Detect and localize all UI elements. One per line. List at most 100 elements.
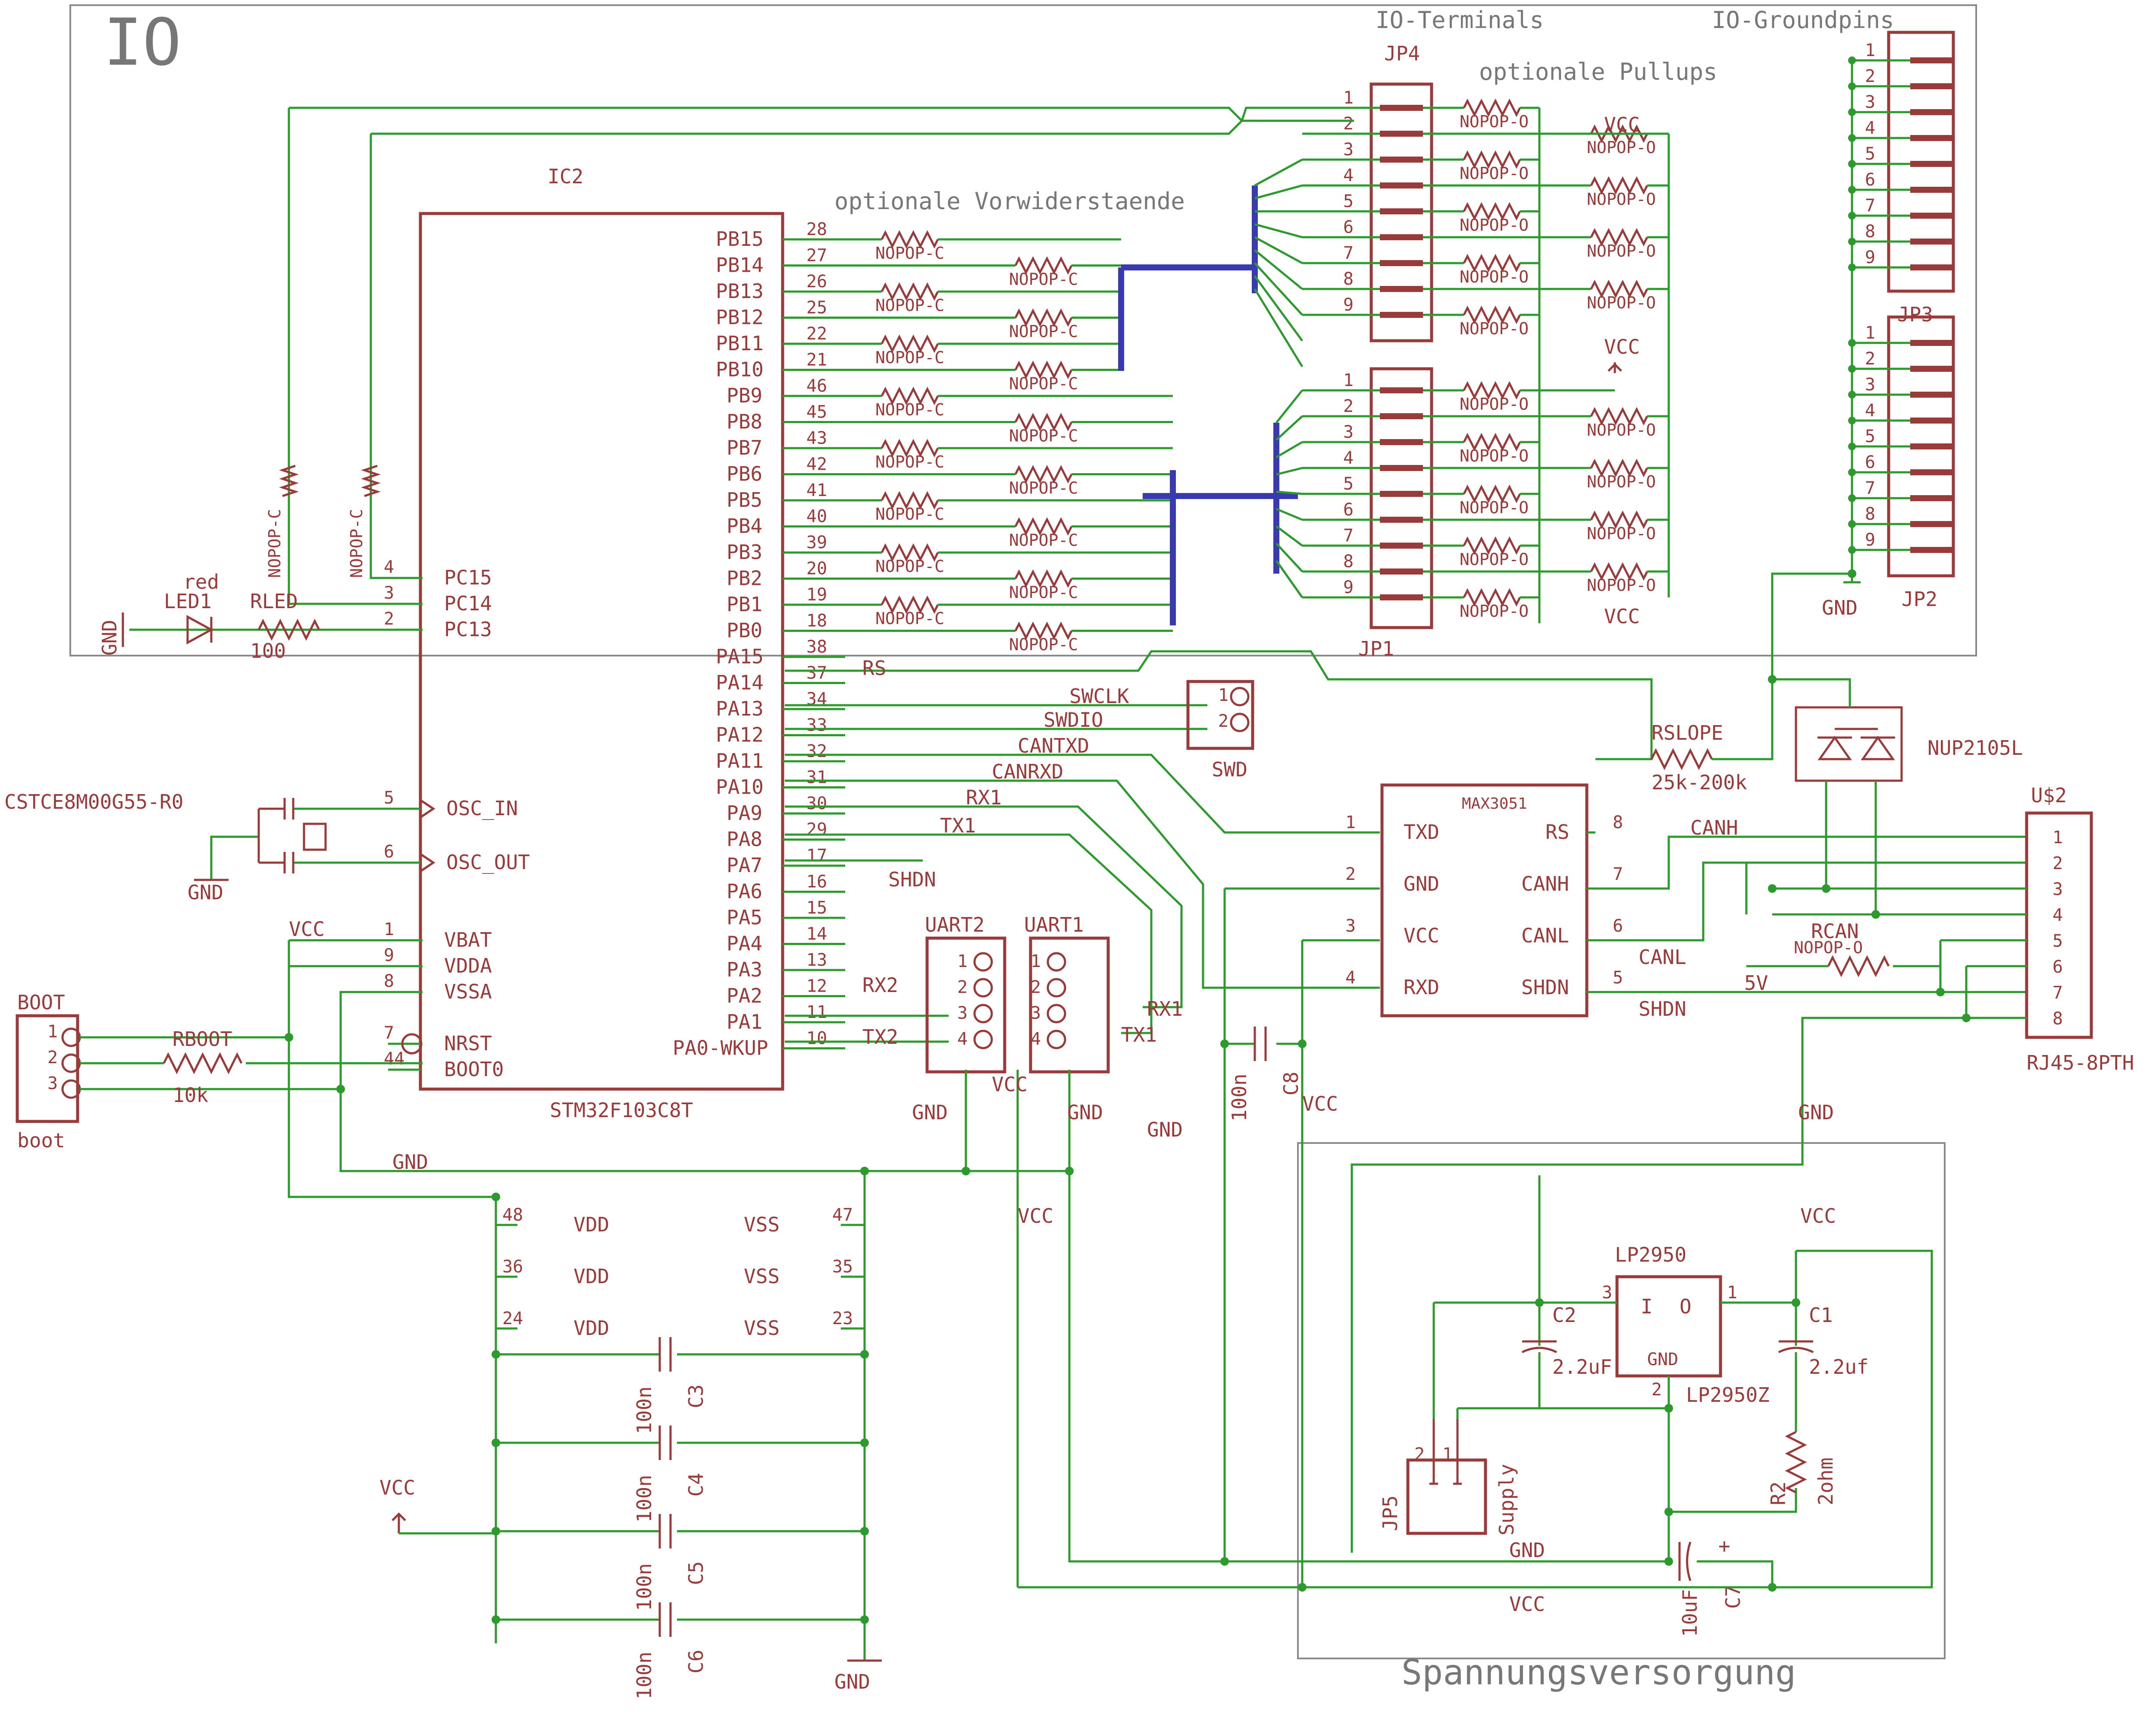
jp3-pin-5 — [1910, 161, 1953, 167]
mcu-pin-pa14: PA14 — [716, 671, 764, 694]
led-gnd-label: GND — [98, 620, 121, 656]
led-name: LED1 — [164, 590, 212, 613]
mcu-pin-num-pa9: 30 — [806, 794, 827, 813]
boot-wires — [80, 991, 423, 1090]
jp2-pin-num-9: 9 — [1865, 530, 1875, 550]
c7-name: C7 — [1721, 1585, 1745, 1609]
mcu-name: IC2 — [548, 165, 583, 188]
jp1-pin-5 — [1380, 491, 1423, 497]
mcu-pin-num-pa12: 33 — [806, 716, 827, 735]
jp1-pin-num-5: 5 — [1343, 474, 1354, 494]
series-resistor-value-3: NOPOP-C — [875, 296, 944, 315]
pullup-resistor-2-9 — [1463, 588, 1521, 607]
decoupling-rails — [495, 1171, 866, 1661]
uart1-pin-1 — [1047, 952, 1066, 972]
mcu-pin-pb6: PB6 — [727, 462, 762, 486]
jp5-value: Supply — [1495, 1464, 1518, 1536]
vcc-label-c8: VCC — [1302, 1092, 1338, 1115]
mcu-pin-num-pa5: 15 — [806, 898, 827, 918]
jp3-pin-4 — [1910, 135, 1953, 141]
mcu-pin-osc_out: OSC_OUT — [446, 851, 530, 874]
mcu-pin-num-pb10: 21 — [806, 350, 827, 370]
bus-b-low — [1143, 423, 1298, 625]
uart2-name: UART2 — [925, 913, 984, 936]
max-pin-num-4: 4 — [1345, 968, 1356, 988]
jp2-pin-7 — [1910, 495, 1953, 501]
power-wires — [1432, 1175, 1933, 1589]
uart1-body — [1029, 936, 1110, 1074]
mcu-supply-wires — [288, 939, 1069, 1198]
mcu-pin-num-pb1: 19 — [806, 585, 827, 605]
pullup-value-2-2: NOPOP-O — [1587, 421, 1656, 440]
pullup-value-1-9: NOPOP-O — [1460, 319, 1529, 338]
pc14-res-value: NOPOP-C — [265, 509, 284, 578]
c8-value: 100n — [1228, 1074, 1251, 1121]
jp1-pin-num-3: 3 — [1343, 422, 1354, 442]
jp5-header: 2 1 JP5 Supply — [1379, 1419, 1518, 1536]
mcu-pin-num-osc_out: 6 — [384, 842, 394, 862]
vcc-label-pullup-mid: VCC — [1604, 335, 1640, 358]
jp4-pin-num-2: 2 — [1343, 114, 1354, 134]
mcu-pin-pb7: PB7 — [727, 436, 762, 459]
wire-rx1 — [785, 805, 1183, 1008]
max-pin-txd: TXD — [1404, 820, 1439, 844]
jp3-pin-num-4: 4 — [1865, 118, 1875, 138]
jp3-pin-8 — [1910, 239, 1953, 245]
rj45-value: RJ45-8PTH — [2027, 1051, 2134, 1074]
mcu-pin-num-pa10: 31 — [806, 768, 827, 788]
swd-pin-2 — [1230, 713, 1250, 732]
cap-c3 — [658, 1337, 672, 1372]
mcu-pin-pb8: PB8 — [727, 410, 762, 433]
vcc-label-uart: VCC — [992, 1073, 1028, 1096]
gnd-label-power: GND — [1509, 1539, 1545, 1562]
tvs-wires — [1772, 678, 1877, 914]
boot-value: boot — [17, 1129, 65, 1152]
mcu-pin-pb5: PB5 — [727, 488, 762, 512]
mcu-pin-pb14: PB14 — [716, 254, 764, 277]
vcc-label-vbat: VCC — [289, 917, 325, 941]
mcu-pin-num-vssa: 8 — [384, 971, 394, 991]
mcu-pin-pb10: PB10 — [716, 358, 764, 381]
mcu-body — [419, 212, 784, 1091]
uart-supply-wires — [965, 1070, 1071, 1587]
uart1-pin-num-3: 3 — [1031, 1003, 1041, 1023]
transceiver-name: MAX3051 — [1462, 795, 1527, 813]
mcu-pin-vbat: VBAT — [444, 928, 492, 951]
mcu-pin-num-pa8: 29 — [806, 820, 827, 840]
mcu-pin-num-pb12: 25 — [806, 298, 827, 318]
swd-pin-2-num: 2 — [1218, 711, 1228, 731]
c1-symbol — [1778, 1340, 1814, 1353]
regulator-pin-gnd: GND — [1647, 1350, 1678, 1369]
tvs-body — [1795, 706, 1903, 782]
net-canl: CANL — [1639, 945, 1686, 969]
pullup-resistors: NOPOP-ONOPOP-ONOPOP-ONOPOP-ONOPOP-ONOPOP… — [1253, 98, 1670, 623]
mcu-pin-num-vbat: 1 — [384, 920, 394, 939]
mcu-pin-num-pa2: 12 — [806, 977, 827, 996]
jp4-pin-5 — [1380, 208, 1423, 214]
c8-name: C8 — [1279, 1072, 1303, 1096]
mcu-pin-pa13: PA13 — [716, 697, 764, 720]
uart2-pin-num-2: 2 — [957, 977, 968, 997]
power-frame — [1297, 1142, 1946, 1659]
uart2-pin-num-1: 1 — [957, 951, 968, 971]
transceiver-right-wires — [1587, 835, 2027, 993]
jp2-pin-2 — [1910, 366, 1953, 372]
resistor-pc15 — [361, 465, 381, 497]
bus-b-high — [1118, 185, 1258, 371]
series-resistor-11 — [881, 491, 939, 510]
pullup-resistor-2-1 — [1463, 381, 1521, 400]
rj45-pin-num-5: 5 — [2053, 931, 2063, 951]
jp4-pin-7 — [1380, 260, 1423, 266]
mcu-pin-pa15: PA15 — [716, 645, 764, 668]
c7-plus: + — [1718, 1534, 1730, 1558]
rslope-symbol — [1650, 748, 1713, 770]
tvs-diode: NUP2105L — [1795, 706, 2023, 782]
pullup-value-1-2: NOPOP-O — [1587, 138, 1656, 157]
series-resistor-value-15: NOPOP-C — [875, 609, 944, 628]
net-shdn-can: SHDN — [1639, 997, 1686, 1021]
series-resistor-10 — [1014, 465, 1073, 484]
mcu-pin-num-pb3: 39 — [806, 533, 827, 553]
